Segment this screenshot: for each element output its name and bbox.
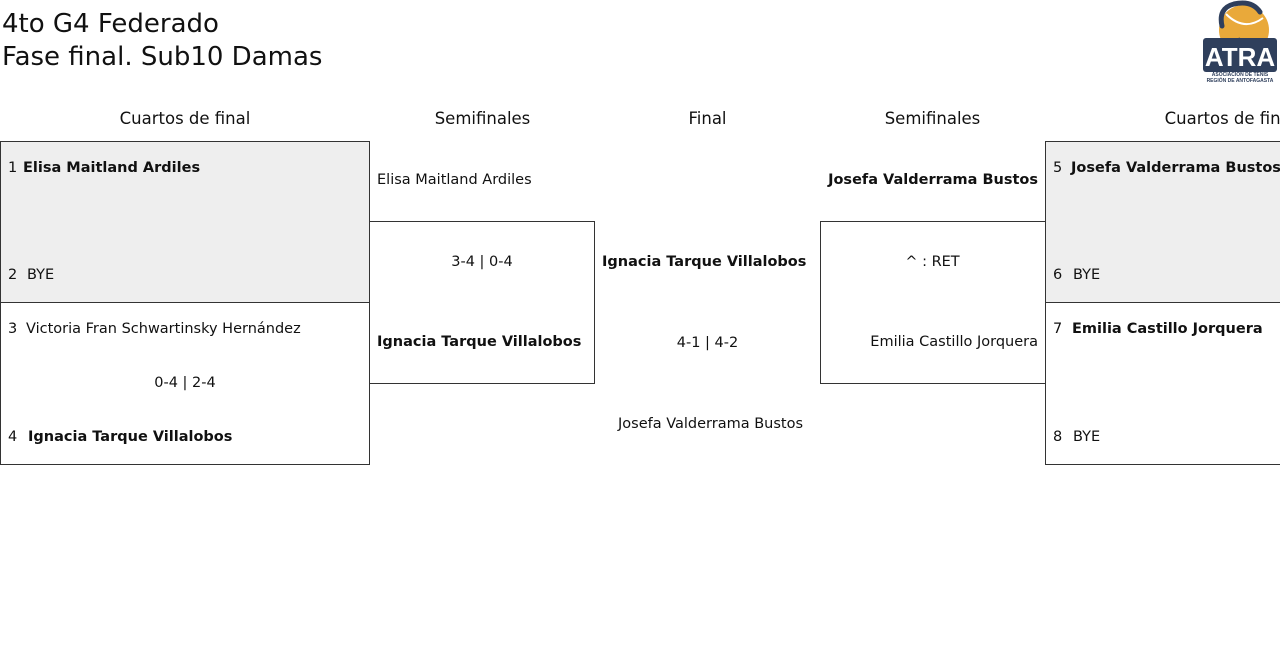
match-box-sf-right <box>820 221 1046 384</box>
player-name-winner: Emilia Castillo Jorquera <box>1072 321 1263 337</box>
seed-number: 2 <box>8 267 18 283</box>
logo-text: ATRA <box>1205 42 1276 72</box>
match-score: ^ : RET <box>905 254 960 270</box>
player-name-winner: Josefa Valderrama Bustos <box>1071 160 1280 176</box>
player-name: Victoria Fran Schwartinsky Hernández <box>26 321 301 337</box>
player-name-winner: Ignacia Tarque Villalobos <box>377 334 582 350</box>
seed-number: 8 <box>1053 429 1063 445</box>
player-name: BYE <box>1073 429 1101 445</box>
player-name: Elisa Maitland Ardiles <box>377 172 532 188</box>
round-title-left-semis: Semifinales <box>434 109 531 128</box>
player-name: BYE <box>27 267 55 283</box>
player-name-winner: Elisa Maitland Ardiles <box>23 160 201 176</box>
logo-subtitle-1: ASOCIACIÓN DE TENIS <box>1212 70 1269 78</box>
page-title: 4to G4 Federado <box>2 9 219 39</box>
seed-number: 5 <box>1053 160 1063 176</box>
player-name-winner: Ignacia Tarque Villalobos <box>28 429 233 445</box>
seed-number: 3 <box>8 321 18 337</box>
round-title-right-quarters: Cuartos de final <box>1164 109 1280 128</box>
player-name: Emilia Castillo Jorquera <box>870 334 1038 350</box>
round-title-right-semis: Semifinales <box>884 109 981 128</box>
final-score: 4-1 | 4-2 <box>676 335 739 351</box>
seed-number: 1 <box>8 160 18 176</box>
logo-subtitle-2: REGIÓN DE ANTOFAGASTA <box>1207 76 1274 84</box>
match-box-sf-left <box>369 221 595 384</box>
match-box-qf4 <box>1045 302 1280 465</box>
round-title-final: Final <box>688 109 727 128</box>
page-subtitle: Fase final. Sub10 Damas <box>2 42 323 72</box>
seed-number: 4 <box>8 429 18 445</box>
match-box-qf1 <box>0 141 370 303</box>
player-name: BYE <box>1073 267 1101 283</box>
seed-number: 6 <box>1053 267 1063 283</box>
seed-number: 7 <box>1053 321 1063 337</box>
atra-logo: ATRA ASOCIACIÓN DE TENIS REGIÓN DE ANTOF… <box>1203 0 1277 84</box>
final-champion-name: Ignacia Tarque Villalobos <box>602 254 807 270</box>
match-score: 3-4 | 0-4 <box>451 254 513 270</box>
match-score: 0-4 | 2-4 <box>154 375 216 391</box>
final-player-name: Josefa Valderrama Bustos <box>618 416 804 432</box>
player-name-winner: Josefa Valderrama Bustos <box>828 172 1038 188</box>
round-title-left-quarters: Cuartos de final <box>119 109 251 128</box>
